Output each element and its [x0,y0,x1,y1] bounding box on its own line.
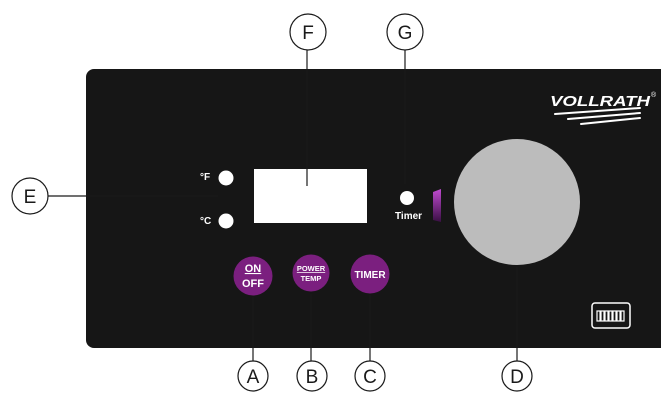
svg-text:A: A [247,367,260,388]
on-off-button[interactable]: ON OFF [233,256,273,296]
celsius-indicator-light [218,213,234,229]
svg-text:B: B [306,367,319,388]
callout-c: C [354,360,386,392]
svg-text:E: E [24,187,37,208]
callout-d: D [501,360,533,392]
callout-leader-lines [48,50,518,362]
callout-f: F [289,13,327,51]
fahrenheit-label: °F [200,172,210,183]
timer-button[interactable]: TIMER [350,254,390,294]
vent-grille-icon [591,302,631,329]
svg-text:G: G [398,23,413,44]
timer-indicator-light [400,191,414,205]
celsius-label: °C [200,216,211,227]
callout-e: E [11,177,49,215]
logo-swoosh-lines [554,107,641,125]
temperature-display [254,169,367,223]
svg-text:F: F [302,23,314,44]
control-knob[interactable] [454,139,580,265]
vollrath-registered-mark: ® [651,91,657,99]
svg-text:C: C [363,367,377,388]
vollrath-logo: VOLLRATH ® [550,91,657,125]
callout-a: A [237,360,269,392]
svg-text:D: D [510,367,524,388]
callout-g: G [386,13,424,51]
timer-indicator-label: Timer [395,211,422,222]
on-off-button-bottom-label: OFF [242,278,264,290]
timer-button-label: TIMER [354,270,386,281]
vollrath-logo-text: VOLLRATH [550,93,651,110]
fahrenheit-indicator-light [218,170,234,186]
callout-b: B [296,360,328,392]
power-temp-button[interactable]: POWER TEMP [292,254,330,292]
power-temp-button-top-label: POWER [297,264,326,273]
on-off-button-top-label: ON [245,263,262,275]
knob-level-arc [433,189,441,222]
power-temp-button-bottom-label: TEMP [301,274,322,283]
